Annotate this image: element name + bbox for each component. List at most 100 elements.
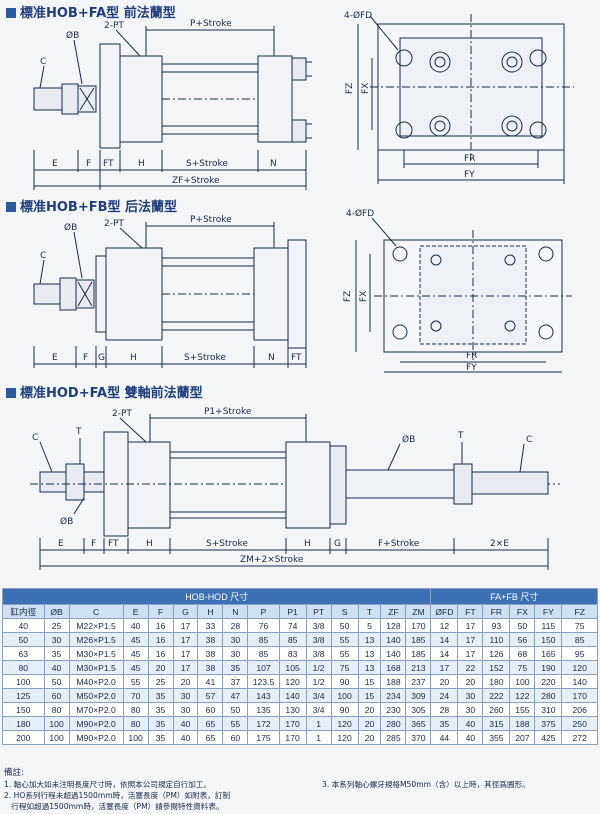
table-header-cell: FX [509, 604, 536, 619]
table-cell: 120 [561, 660, 598, 675]
table-cell: 85 [561, 632, 598, 647]
table-cell: 35 [222, 660, 249, 675]
table-cell: M30×P1.5 [68, 646, 124, 661]
table-header-cell: F [147, 604, 174, 619]
table-cell: 30 [172, 702, 199, 717]
table-cell: 126 [482, 646, 511, 661]
table-cell: 35 [430, 716, 459, 731]
table-cell: 140 [380, 646, 407, 661]
table-cell: 315 [482, 716, 511, 731]
label-c-right: C [526, 435, 532, 445]
table-cell: 1/2 [305, 660, 332, 675]
table-header-cell: 缸内徑 [2, 604, 45, 619]
table-cell: 30 [222, 632, 249, 647]
label-e: E [58, 539, 64, 549]
table-cell: 234 [380, 688, 407, 703]
table-cell: 24 [430, 688, 459, 703]
table-cell: 17 [457, 632, 484, 647]
label-zm: ZM+2×Stroke [240, 555, 304, 565]
label-ft: FT [291, 353, 302, 363]
label-ob: ØB [64, 222, 77, 233]
table-group-fa-fb: FA+FB 尺寸 [430, 588, 598, 605]
table-cell: 17 [172, 646, 199, 661]
table-cell: 35 [43, 646, 70, 661]
table-cell: 40 [122, 618, 149, 633]
table-cell: 76 [247, 618, 280, 633]
table-cell: 35 [147, 702, 174, 717]
table-header-cell: P1 [278, 604, 307, 619]
label-pt: 2-PT [104, 219, 124, 229]
table-cell: 50 [509, 618, 536, 633]
label-g: G [98, 353, 105, 363]
table-cell: 172 [247, 716, 280, 731]
label-h2: H [304, 539, 311, 549]
table-header-cell: E [122, 604, 149, 619]
label-p: P+Stroke [190, 215, 232, 225]
table-cell: 17 [430, 660, 459, 675]
table-cell: 168 [380, 660, 407, 675]
table-cell: 175 [247, 730, 280, 745]
label-e: E [52, 159, 58, 169]
table-cell: 16 [147, 618, 174, 633]
table-cell: 44 [430, 730, 459, 745]
table-cell: 135 [247, 702, 280, 717]
table-cell: 17 [457, 618, 484, 633]
label-s: S+Stroke [206, 539, 248, 549]
table-cell: 40 [457, 716, 484, 731]
label-fd: 4-ØFD [346, 208, 374, 219]
table-header-cell: ZF [380, 604, 407, 619]
table-header-cell: ZM [405, 604, 432, 619]
table-cell: 35 [147, 688, 174, 703]
table-cell: 85 [247, 646, 280, 661]
table-header-cell: N [222, 604, 249, 619]
table-cell: 190 [534, 660, 563, 675]
table-cell: 50 [330, 618, 359, 633]
table-cell: 230 [380, 702, 407, 717]
table-cell: 20 [147, 660, 174, 675]
table-group-hob-hod: HOB-HOD 尺寸 [1, 588, 432, 605]
table-cell: 110 [482, 632, 511, 647]
table-cell: 355 [482, 730, 511, 745]
table-cell: 16 [147, 646, 174, 661]
table-cell: M22×P1.5 [68, 618, 124, 633]
table-cell: 41 [197, 674, 224, 689]
table-cell: 45 [122, 632, 149, 647]
table-cell: 90 [330, 702, 359, 717]
table-cell: 3/8 [305, 618, 332, 633]
table-cell: 375 [534, 716, 563, 731]
table-cell: 107 [247, 660, 280, 675]
table-cell: 60 [222, 730, 249, 745]
table-cell: 188 [509, 716, 536, 731]
table-cell: 220 [534, 674, 563, 689]
table-cell: 130 [278, 702, 307, 717]
table-cell: 38 [197, 660, 224, 675]
section-title-hod-fa: 標准HOD+FA型 雙軸前法蘭型 [6, 382, 203, 401]
label-fy: FY [464, 170, 475, 180]
table-cell: 20 [457, 674, 484, 689]
table-cell: 115 [534, 618, 563, 633]
table-cell: 125 [2, 688, 45, 703]
table-header-cell: T [357, 604, 382, 619]
table-cell: 56 [509, 632, 536, 647]
label-c: C [40, 57, 46, 67]
note-2: 2. HO系列行程未超過1500mm時，活塞長度（PM）如附表，訂制 [4, 791, 231, 800]
table-cell: 3/4 [305, 688, 332, 703]
table-cell: 70 [122, 688, 149, 703]
table-header-cell: C [68, 604, 124, 619]
table-cell: 12 [430, 618, 459, 633]
table-cell: 83 [278, 646, 307, 661]
table-cell: 45 [122, 660, 149, 675]
table-cell: 55 [122, 674, 149, 689]
section-title-hob-fa: 標准HOB+FA型 前法蘭型 [6, 2, 176, 21]
table-cell: 250 [561, 716, 598, 731]
table-cell: 50 [43, 674, 70, 689]
label-fx: FX [359, 291, 369, 302]
diagram-hod-fa: C T 2-PT P1+Stroke ØB T C ØB E F FT H S+… [30, 407, 560, 570]
notes-title: 備註: [4, 768, 24, 778]
label-n: N [270, 159, 277, 169]
table-cell: 17 [172, 618, 199, 633]
notes: 備註: 1. 軸心加大如未注明長度尺寸時，依照本公司規定自行加工。 2. HO系… [4, 768, 596, 812]
